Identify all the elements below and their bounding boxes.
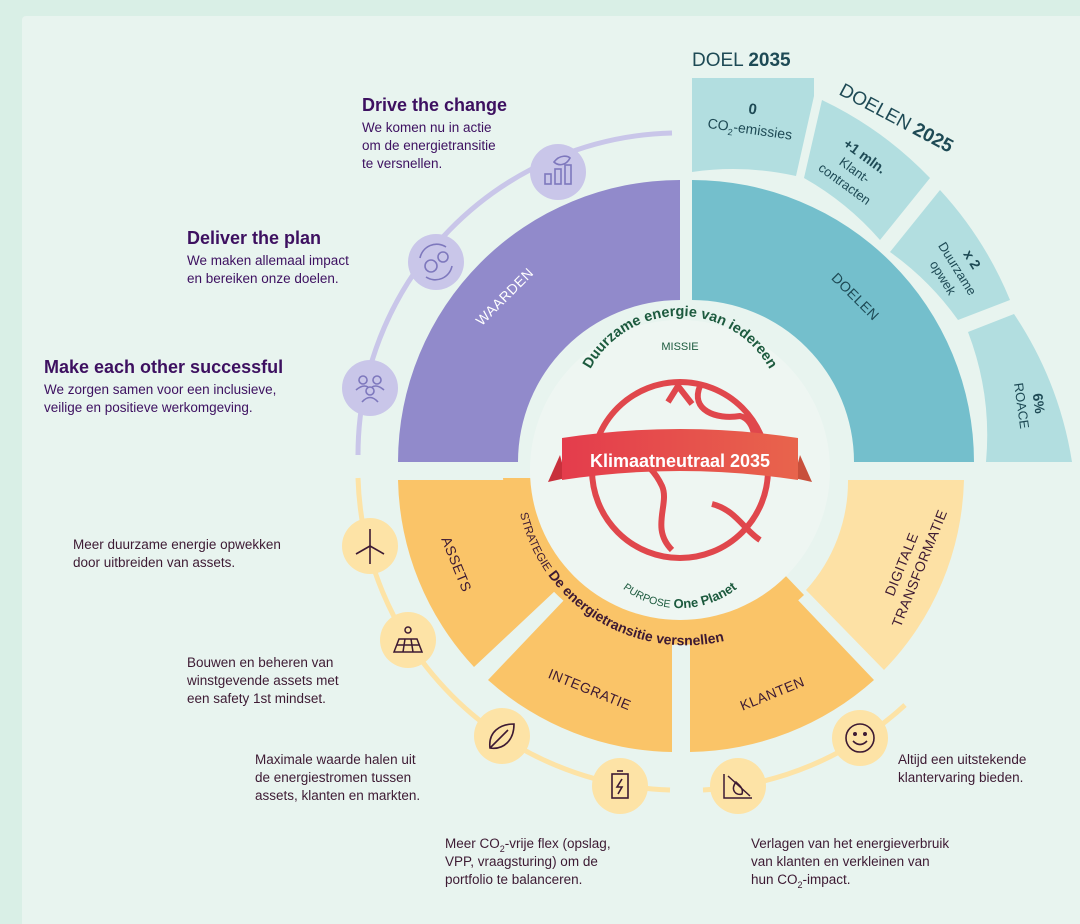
- climate-banner: Klimaatneutraal 2035: [548, 429, 812, 482]
- action-leaf: Maximale waarde halen uit de energiestro…: [255, 752, 420, 803]
- doelen-heading-year: 2025: [909, 119, 957, 158]
- goal-2035-sub: 2: [727, 127, 733, 138]
- action-line: de energiestromen tussen: [255, 770, 411, 785]
- co-text: Meer CO: [445, 836, 500, 851]
- action-line: Altijd een uitstekende: [898, 752, 1026, 767]
- value-title: Make each other successful: [44, 357, 283, 377]
- action-line: klantervaring bieden.: [898, 770, 1023, 785]
- co-sub: 2: [798, 880, 803, 890]
- leaf-icon: [474, 708, 530, 764]
- action-line: Maximale waarde halen uit: [255, 752, 416, 767]
- banner-text: Klimaatneutraal 2035: [590, 451, 770, 471]
- gears-cycle-icon: [408, 234, 464, 290]
- goal-box-roace: [968, 314, 1072, 462]
- action-line: een safety 1st mindset.: [187, 691, 326, 706]
- action-line: assets, klanten en markten.: [255, 788, 420, 803]
- doel-2035-heading: DOEL 2035: [692, 50, 791, 71]
- value-line: We zorgen samen voor een inclusieve,: [44, 382, 276, 397]
- smiley-icon: [832, 710, 888, 766]
- segment-digitale: [806, 480, 964, 670]
- battery-icon: [592, 758, 648, 814]
- people-group-icon: [342, 360, 398, 416]
- value-drive-the-change: Drive the change We komen nu in actie om…: [362, 95, 507, 171]
- action-smiley: Altijd een uitstekende klantervaring bie…: [898, 752, 1026, 785]
- action-line: Bouwen en beheren van: [187, 655, 333, 670]
- energy-reduction-icon: [710, 758, 766, 814]
- value-line: te versnellen.: [362, 156, 442, 171]
- value-title: Drive the change: [362, 95, 507, 115]
- goal-roace-line1: ROACE: [1011, 382, 1032, 430]
- co-sub: 2: [500, 844, 505, 854]
- action-line: portfolio te balanceren.: [445, 872, 582, 887]
- doel-heading-year: 2035: [748, 50, 791, 71]
- co-rest: -vrije flex (opslag,: [505, 836, 611, 851]
- growth-chart-icon: [530, 144, 586, 200]
- action-line: Meer duurzame energie opwekken: [73, 537, 281, 552]
- goal-roace-content: 6% ROACE: [1011, 382, 1049, 430]
- action-line: van klanten en verkleinen van: [751, 854, 930, 869]
- action-line: Verlagen van het energieverbruik: [751, 836, 949, 851]
- value-deliver-the-plan: Deliver the plan We maken allemaal impac…: [187, 228, 349, 286]
- co-rest: -impact.: [803, 872, 851, 887]
- wind-turbine-icon: [342, 518, 398, 574]
- value-make-each-other-successful: Make each other successful We zorgen sam…: [44, 357, 283, 415]
- goal-box-opwek: [890, 190, 1010, 320]
- goal-box-2035: [692, 78, 814, 176]
- goal-roace-value: 6%: [1030, 392, 1049, 415]
- segment-klanten: [690, 598, 874, 752]
- goal-2035-value: 0: [747, 101, 758, 119]
- doel-heading-word: DOEL: [692, 50, 743, 71]
- goal-2035-co: CO: [707, 115, 730, 134]
- segment-doelen: [692, 180, 974, 462]
- action-line: door uitbreiden van assets.: [73, 555, 235, 570]
- action-battery: Meer CO2-vrije flex (opslag, VPP, vraags…: [445, 836, 611, 887]
- action-energy-reduction: Verlagen van het energieverbruik van kla…: [751, 836, 949, 890]
- solar-panel-icon: [380, 612, 436, 668]
- co-text: hun CO: [751, 872, 798, 887]
- segment-waarden: [398, 180, 680, 462]
- value-line: We komen nu in actie: [362, 120, 492, 135]
- goal-opwek-content: x 2 Duurzame opwek: [927, 239, 985, 298]
- missie-label: MISSIE: [661, 341, 698, 353]
- action-line-co2: hun CO2-impact.: [751, 872, 851, 890]
- action-line-co2: Meer CO2-vrije flex (opslag,: [445, 836, 611, 854]
- segment-integratie: [488, 598, 672, 752]
- value-line: om de energietransitie: [362, 138, 496, 153]
- action-line: winstgevende assets met: [186, 673, 339, 688]
- value-line: We maken allemaal impact: [187, 253, 349, 268]
- action-line: VPP, vraagsturing) om de: [445, 854, 598, 869]
- value-line: en bereiken onze doelen.: [187, 271, 339, 286]
- value-line: veilige en positieve werkomgeving.: [44, 400, 253, 415]
- value-title: Deliver the plan: [187, 228, 321, 248]
- action-wind: Meer duurzame energie opwekken door uitb…: [73, 537, 281, 570]
- goal-box-klantcontracten: [804, 100, 930, 240]
- action-solar: Bouwen en beheren van winstgevende asset…: [186, 655, 339, 706]
- strategy-band: [503, 478, 804, 645]
